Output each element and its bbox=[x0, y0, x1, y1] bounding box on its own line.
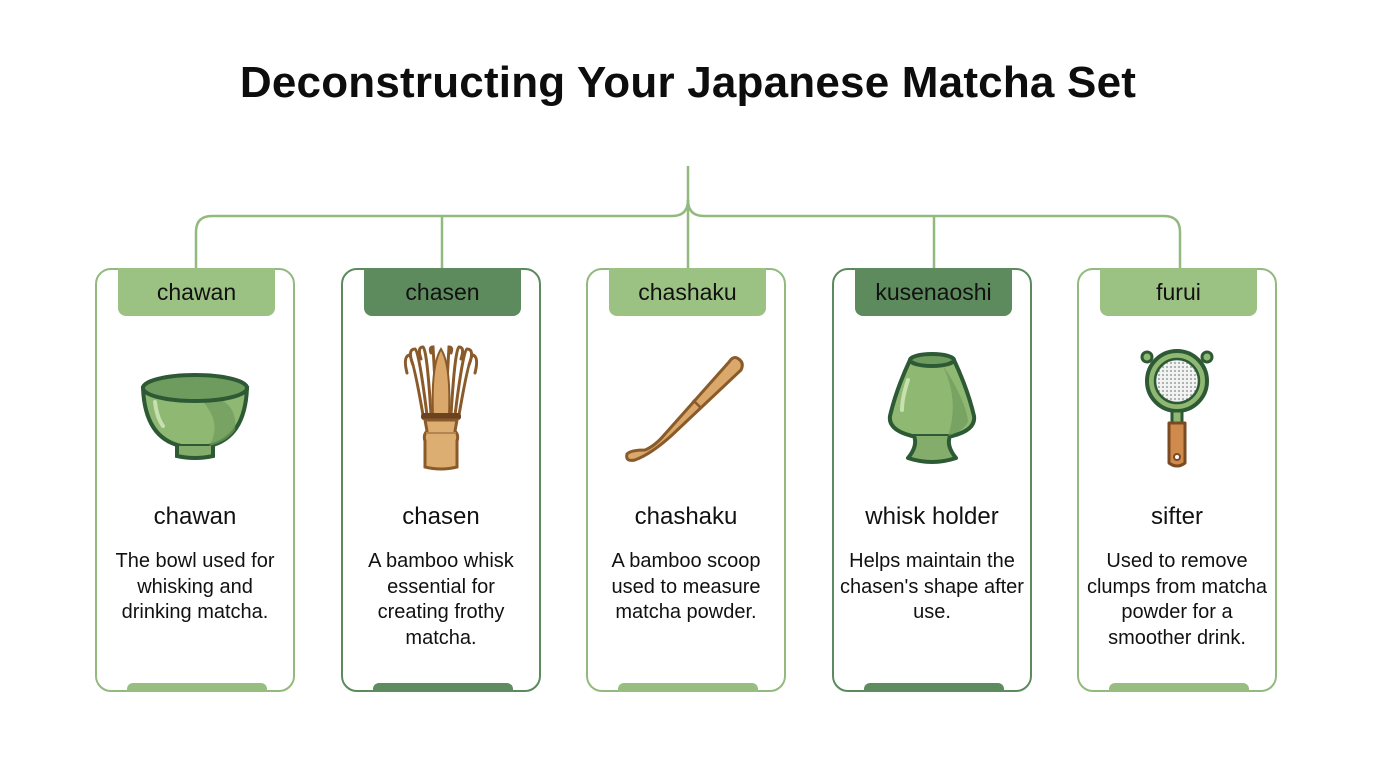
item-name: whisk holder bbox=[865, 503, 999, 530]
item-description: The bowl used for whisking and drinking … bbox=[115, 550, 275, 623]
card-chawan: chawan chawan The bowl used for whisking… bbox=[95, 268, 295, 692]
scoop-icon bbox=[588, 340, 784, 480]
item-name: chashaku bbox=[634, 503, 738, 530]
item-name: sifter bbox=[1150, 503, 1203, 530]
card-furui: furui sifter Used to remove clumps from … bbox=[1077, 268, 1277, 692]
card-label: furui bbox=[1100, 268, 1257, 316]
bowl-icon bbox=[97, 340, 293, 480]
item-name: chasen bbox=[402, 503, 480, 530]
sifter-icon bbox=[1079, 340, 1275, 480]
whisk-holder-icon bbox=[834, 340, 1030, 480]
card-bottom-bar bbox=[373, 683, 513, 692]
card-label: chashaku bbox=[609, 268, 766, 316]
card-label: kusenaoshi bbox=[855, 268, 1012, 316]
card-bottom-bar bbox=[127, 683, 267, 692]
tree-connectors bbox=[194, 166, 1182, 268]
item-name: chawan bbox=[153, 503, 237, 530]
card-bottom-bar bbox=[1109, 683, 1249, 692]
item-description: Used to remove clumps from matcha powder… bbox=[1086, 550, 1268, 649]
card-label: chawan bbox=[118, 268, 275, 316]
item-description: A bamboo scoop used to measure matcha po… bbox=[611, 550, 761, 623]
card-chasen: chasen chasen A bamboo whisk essential f… bbox=[341, 268, 541, 692]
card-kusenaoshi: kusenaoshi whisk holder Helps maintain t… bbox=[832, 268, 1032, 692]
page-title: Deconstructing Your Japanese Matcha Set bbox=[239, 58, 1137, 107]
card-bottom-bar bbox=[864, 683, 1004, 692]
card-bottom-bar bbox=[618, 683, 758, 692]
whisk-icon bbox=[343, 340, 539, 480]
item-description: A bamboo whisk essential for creating fr… bbox=[368, 550, 514, 649]
card-label: chasen bbox=[364, 268, 521, 316]
card-chashaku: chashaku chashaku A bamboo scoop used to… bbox=[586, 268, 786, 692]
item-description: Helps maintain the chasen's shape after … bbox=[840, 550, 1024, 623]
